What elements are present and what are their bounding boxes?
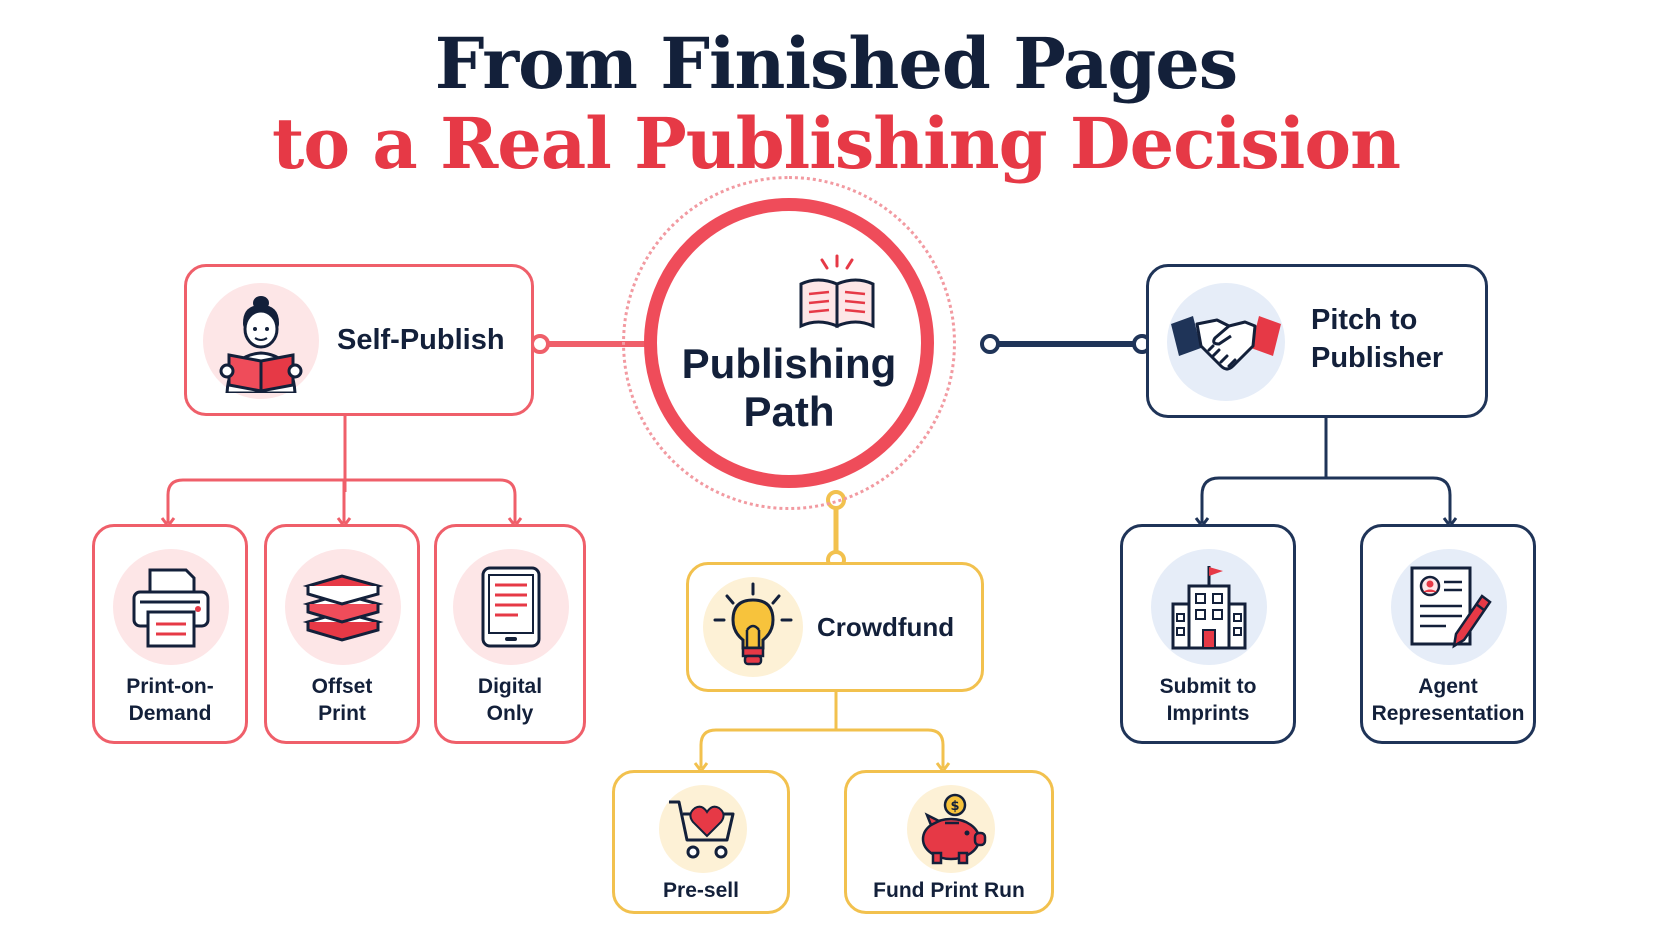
crowdfund-label: Crowdfund (817, 612, 955, 642)
offset-print-card[interactable]: Offset Print (264, 524, 420, 744)
print-on-demand-label-line-1: Print-on- (126, 675, 214, 698)
print-on-demand-label: Print-on- Demand (95, 673, 245, 727)
agent-representation-label: Agent Representation (1363, 673, 1533, 727)
digital-only-label-line-2: Only (486, 702, 534, 725)
pitch-to-publisher-card[interactable]: Pitch to Publisher (1146, 264, 1488, 418)
book-stack-icon (285, 549, 401, 665)
piggy-bank-icon: $ (907, 785, 995, 873)
fund-print-run-label: Fund Print Run (873, 879, 1025, 902)
offset-print-label: Offset Print (267, 673, 417, 727)
handshake-icon (1167, 283, 1285, 401)
agent-representation-label-line-1: Agent (1418, 675, 1478, 698)
self-publish-card[interactable]: Self-Publish (184, 264, 534, 416)
pitch-label-line-1: Pitch to (1311, 304, 1418, 336)
hub-label-line-1: Publishing (681, 340, 897, 387)
pitch-label-line-2: Publisher (1311, 342, 1444, 374)
submit-to-imprints-label: Submit to Imprints (1123, 673, 1293, 727)
submit-to-imprints-label-line-2: Imprints (1166, 702, 1250, 725)
hub-dotted-ring (622, 176, 956, 510)
printer-icon (113, 549, 229, 665)
print-on-demand-card[interactable]: Print-on- Demand (92, 524, 248, 744)
contract-icon (1391, 549, 1507, 665)
crowdfund-card[interactable]: Crowdfund (686, 562, 984, 692)
self-publish-label: Self-Publish (337, 324, 505, 356)
digital-only-label: Digital Only (437, 673, 583, 727)
reader-with-book-icon (203, 283, 319, 399)
submit-to-imprints-card[interactable]: Submit to Imprints (1120, 524, 1296, 744)
fund-print-run-card[interactable]: $ Fund Print Run (844, 770, 1054, 914)
pitch-label: Pitch to Publisher (1311, 301, 1443, 377)
svg-text:$: $ (950, 799, 959, 814)
digital-only-card[interactable]: Digital Only (434, 524, 586, 744)
pre-sell-label: Pre-sell (663, 879, 739, 902)
submit-to-imprints-label-line-1: Submit to (1159, 675, 1257, 698)
title-line-1: From Finished Pages (434, 22, 1238, 105)
offset-print-label-line-2: Print (318, 702, 366, 725)
title-line-2: to a Real Publishing Decision (272, 102, 1401, 185)
print-on-demand-label-line-2: Demand (128, 702, 212, 725)
open-book-icon (799, 254, 875, 329)
lightbulb-icon (703, 577, 803, 677)
agent-representation-label-line-2: Representation (1371, 702, 1525, 725)
hub-label: Publishing Path (644, 340, 934, 436)
cart-heart-icon (659, 785, 747, 873)
digital-only-label-line-1: Digital (477, 675, 543, 698)
pre-sell-card[interactable]: Pre-sell (612, 770, 790, 914)
hub-label-line-2: Path (743, 388, 835, 435)
tablet-icon (453, 549, 569, 665)
building-icon (1151, 549, 1267, 665)
agent-representation-card[interactable]: Agent Representation (1360, 524, 1536, 744)
offset-print-label-line-1: Offset (311, 675, 373, 698)
